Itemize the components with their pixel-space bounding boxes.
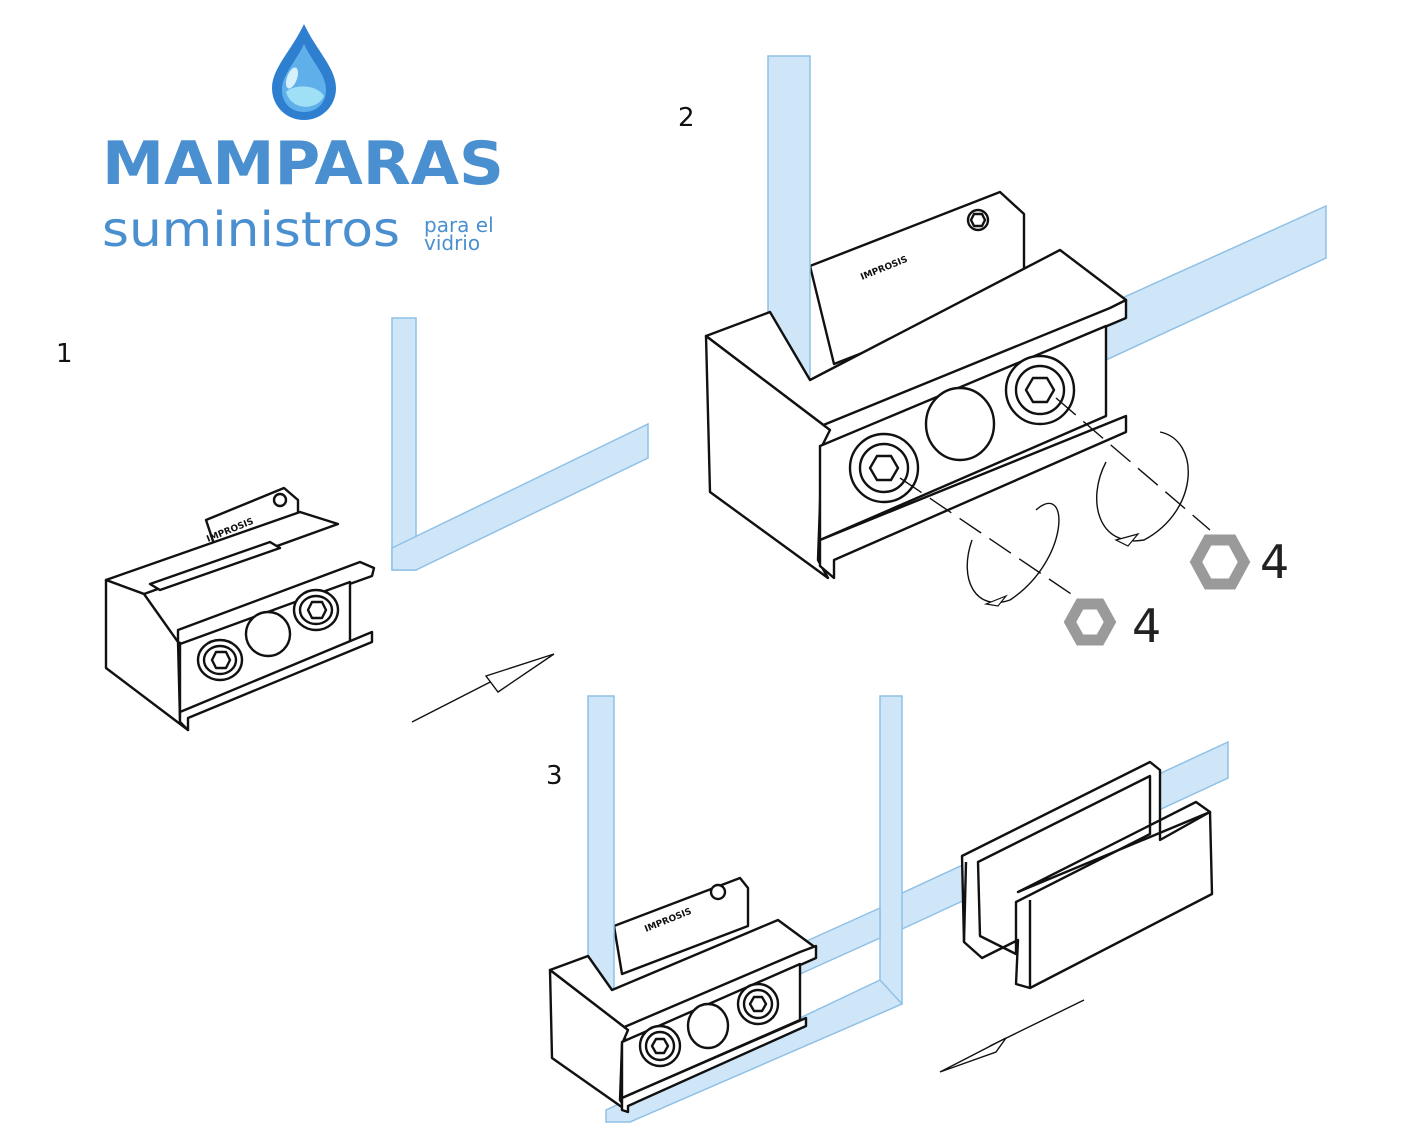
hex-bolt-icon — [848, 432, 920, 504]
step-1-label: 1 — [56, 339, 73, 369]
hex-bolt-icon — [966, 208, 990, 232]
hex-bolt-icon — [272, 492, 288, 508]
hex-bolt-icon — [196, 638, 244, 682]
rotate-icon — [1096, 431, 1189, 547]
step-3-arrow-icon — [939, 999, 1085, 1073]
step-3-clamp: IMPROSIS — [548, 695, 818, 1114]
step-1-arrow-icon — [411, 653, 555, 723]
hex-key-icon — [1063, 598, 1117, 646]
step-2-clamp: IMPROSIS — [704, 55, 1211, 607]
hex-bolt-icon — [709, 883, 727, 901]
water-drop-icon — [272, 24, 336, 120]
logo-sub: suministros — [102, 202, 400, 258]
rotate-icon — [966, 502, 1060, 607]
step-1-glass — [391, 317, 649, 571]
hex-bolt-icon — [638, 1024, 682, 1068]
logo: MAMPARAS suministros para el vidrio — [102, 24, 504, 258]
hex-bolt-icon — [736, 982, 780, 1026]
hex-bolt-icon — [292, 588, 340, 632]
hex-key-right-size: 4 — [1260, 535, 1289, 589]
step-2-glass-back — [1099, 204, 1327, 362]
hex-key-left: 4 — [1063, 598, 1161, 653]
hex-key-left-size: 4 — [1132, 599, 1161, 653]
logo-tag-line2: vidrio — [424, 231, 480, 255]
logo-tag-line1: para el — [424, 213, 494, 237]
hex-bolt-icon — [1004, 354, 1076, 426]
hex-key-right: 4 — [1189, 534, 1289, 590]
step-3-label: 3 — [546, 761, 563, 791]
step-1-clamp: IMPROSIS — [104, 486, 376, 732]
step-3-cover — [960, 760, 1214, 990]
step-2-label: 2 — [678, 103, 695, 133]
logo-brand: MAMPARAS — [102, 129, 504, 199]
hex-key-icon — [1189, 534, 1251, 590]
